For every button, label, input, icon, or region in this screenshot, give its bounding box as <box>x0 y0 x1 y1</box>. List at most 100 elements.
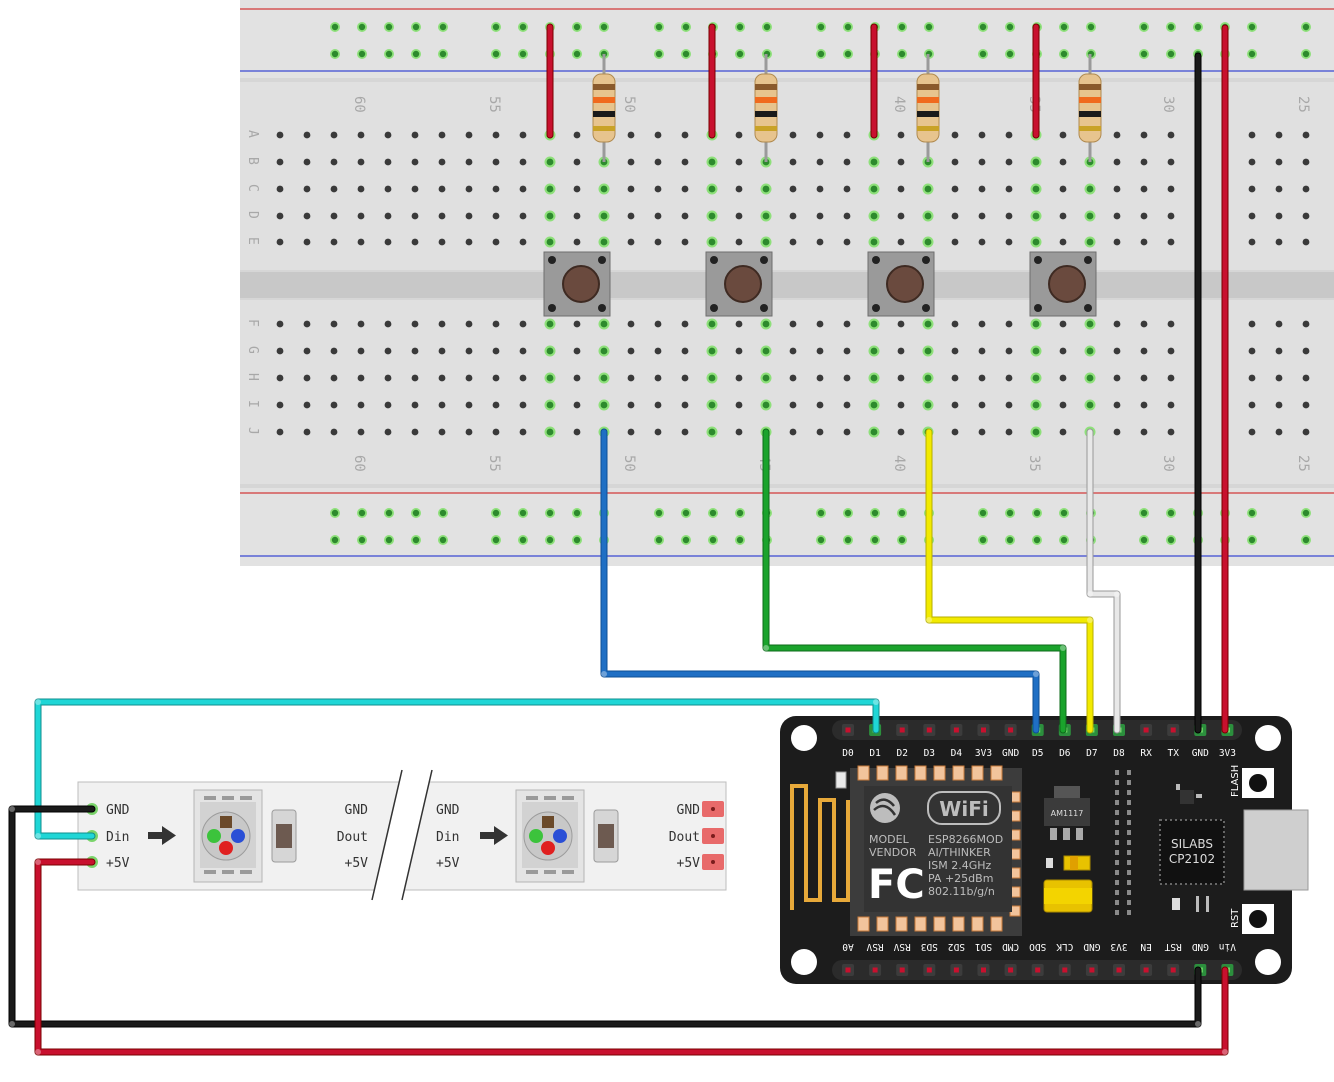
breadboard-hole <box>330 131 338 139</box>
breadboard-hole <box>1140 238 1148 246</box>
rail-hole <box>492 509 500 517</box>
breadboard-hole <box>978 428 986 436</box>
breadboard-hole <box>1032 238 1040 246</box>
breadboard-hole <box>627 185 635 193</box>
breadboard-hole <box>465 401 473 409</box>
top-pin-label: D2 <box>896 748 907 759</box>
breadboard-hole <box>1113 320 1121 328</box>
rail-hole <box>682 50 690 58</box>
rail-hole <box>709 536 717 544</box>
breadboard-hole <box>438 158 446 166</box>
header-pin-center <box>981 967 986 973</box>
rail-hole <box>492 23 500 31</box>
breadboard-hole <box>1302 238 1310 246</box>
rail-hole <box>600 23 608 31</box>
breadboard-hole <box>303 238 311 246</box>
wire-bend <box>1087 591 1093 597</box>
breadboard-hole <box>411 428 419 436</box>
breadboard-hole <box>951 238 959 246</box>
strip-right-din-label: Din <box>436 830 459 845</box>
breadboard-hole <box>600 320 608 328</box>
bottom-pin-label: SD3 <box>921 941 938 952</box>
breadboard-hole <box>627 374 635 382</box>
breadboard-hole <box>708 347 716 355</box>
rail-hole <box>763 23 771 31</box>
breadboard-hole <box>330 374 338 382</box>
breadboard-hole <box>303 131 311 139</box>
header-pin-center <box>845 967 851 973</box>
rail-hole <box>385 23 393 31</box>
header-pin-center <box>1143 967 1149 973</box>
breadboard-hole <box>276 158 284 166</box>
breadboard-hole <box>411 158 419 166</box>
breadboard-hole <box>735 238 743 246</box>
breadboard-hole <box>1059 238 1067 246</box>
breadboard-hole <box>924 347 932 355</box>
breadboard-hole <box>1167 212 1175 220</box>
breadboard-hole <box>1005 374 1013 382</box>
breadboard-hole <box>627 401 635 409</box>
breadboard-hole <box>465 185 473 193</box>
rail-hole <box>1006 509 1014 517</box>
breadboard-hole <box>492 374 500 382</box>
push-button[interactable] <box>1029 251 1097 317</box>
column-label-top: 30 <box>1160 96 1176 113</box>
breadboard-hole <box>1086 401 1094 409</box>
breadboard-hole <box>1167 158 1175 166</box>
top-pin-label: GND <box>1002 748 1019 759</box>
pcb-via-columns <box>1115 770 1131 915</box>
wire-strip-5v-red <box>34 858 1229 1056</box>
top-pin-label: D0 <box>842 748 854 759</box>
rail-hole <box>655 50 663 58</box>
module-spec-line-3: ISM 2.4GHz <box>928 859 992 872</box>
column-label-top: 50 <box>621 96 637 113</box>
rail-hole <box>1302 50 1310 58</box>
breadboard-hole <box>357 401 365 409</box>
breadboard-hole <box>627 320 635 328</box>
breadboard-hole <box>1302 320 1310 328</box>
breadboard-hole <box>276 185 284 193</box>
push-button[interactable] <box>705 251 773 317</box>
breadboard-hole <box>843 158 851 166</box>
bottom-pin-label: RST <box>1164 941 1181 952</box>
breadboard-hole <box>357 238 365 246</box>
breadboard-hole <box>438 212 446 220</box>
breadboard-hole <box>789 185 797 193</box>
breadboard-hole <box>870 428 878 436</box>
breadboard-hole <box>708 238 716 246</box>
breadboard-hole <box>357 185 365 193</box>
breadboard-hole <box>762 374 770 382</box>
breadboard-hole <box>708 158 716 166</box>
breadboard-hole <box>843 374 851 382</box>
rail-hole <box>844 50 852 58</box>
breadboard-hole <box>681 320 689 328</box>
reset-button[interactable] <box>1242 904 1274 934</box>
row-label: D <box>245 211 260 219</box>
breadboard-hole <box>600 401 608 409</box>
breadboard-hole <box>546 428 554 436</box>
breadboard-hole <box>708 320 716 328</box>
flash-button[interactable] <box>1242 768 1274 798</box>
breadboard: 60555045403530256055504540353025 ABCDEFG… <box>240 0 1334 566</box>
wire-bend <box>873 699 879 705</box>
breadboard-hole <box>681 347 689 355</box>
push-button[interactable] <box>543 251 611 317</box>
breadboard-hole <box>384 401 392 409</box>
bottom-pin-label: EN <box>1140 941 1152 952</box>
breadboard-hole <box>816 185 824 193</box>
breadboard-hole <box>735 320 743 328</box>
breadboard-hole <box>816 158 824 166</box>
breadboard-hole <box>1275 238 1283 246</box>
breadboard-hole <box>654 158 662 166</box>
breadboard-hole <box>1275 185 1283 193</box>
breadboard-hole <box>951 347 959 355</box>
header-pin-center <box>899 727 905 733</box>
breadboard-hole <box>492 347 500 355</box>
rail-hole <box>358 50 366 58</box>
breadboard-hole <box>1140 374 1148 382</box>
push-button[interactable] <box>867 251 935 317</box>
breadboard-hole <box>492 238 500 246</box>
rail-hole <box>1167 50 1175 58</box>
wire-button3-yellow <box>925 428 1094 734</box>
bottom-pin-label: CMD <box>1002 941 1019 952</box>
